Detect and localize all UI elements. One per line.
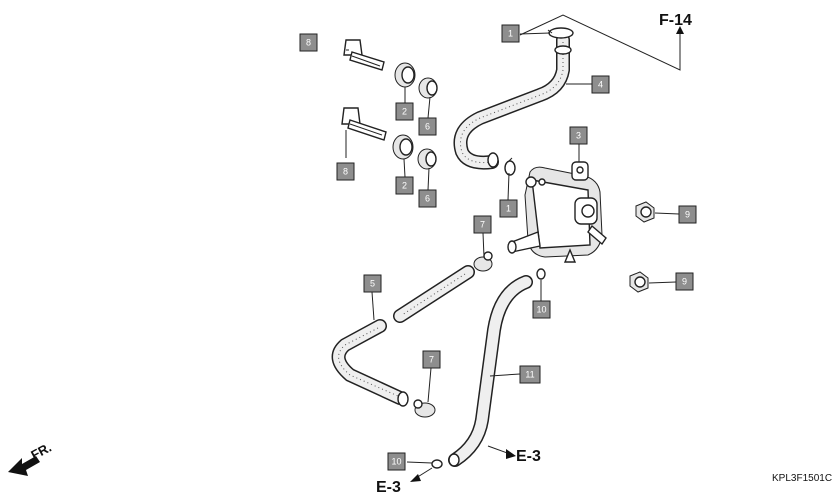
svg-text:2: 2 bbox=[402, 181, 407, 191]
leader-lines bbox=[345, 32, 680, 464]
svg-text:7: 7 bbox=[429, 355, 434, 365]
svg-text:1: 1 bbox=[506, 204, 511, 214]
grommet-2-lower bbox=[392, 134, 414, 160]
svg-text:8: 8 bbox=[306, 38, 311, 48]
e3-bottom-reference: E-3 bbox=[376, 467, 433, 496]
svg-text:10: 10 bbox=[391, 457, 401, 467]
callout-10-lower: 10 bbox=[387, 452, 406, 471]
fuel-pump bbox=[507, 161, 607, 263]
svg-text:9: 9 bbox=[685, 210, 690, 220]
callout-8-lower: 8 bbox=[336, 162, 355, 181]
svg-text:5: 5 bbox=[370, 279, 375, 289]
clamp-7-upper bbox=[473, 251, 493, 272]
collar-6-upper bbox=[418, 77, 438, 99]
hose-11 bbox=[448, 275, 533, 467]
front-direction-indicator: FR. bbox=[8, 440, 54, 476]
nut-9-lower bbox=[629, 271, 649, 293]
clip-1-lower bbox=[504, 157, 516, 176]
clip-10-lower bbox=[431, 459, 443, 469]
svg-text:4: 4 bbox=[598, 80, 603, 90]
callout-5: 5 bbox=[363, 274, 382, 293]
callout-9-lower: 9 bbox=[675, 272, 694, 291]
clip-1-top bbox=[547, 27, 574, 39]
callout-2-upper: 2 bbox=[395, 102, 414, 121]
callout-9-upper: 9 bbox=[678, 205, 697, 224]
hose-5 bbox=[331, 265, 475, 407]
callout-4: 4 bbox=[591, 75, 610, 94]
nut-9-upper bbox=[635, 201, 655, 223]
collar-6-lower bbox=[417, 148, 437, 170]
bolt-8-lower bbox=[341, 107, 387, 141]
svg-text:8: 8 bbox=[343, 167, 348, 177]
svg-text:10: 10 bbox=[536, 305, 546, 315]
callout-7-lower: 7 bbox=[422, 350, 441, 369]
callout-8-upper: 8 bbox=[299, 33, 318, 52]
svg-text:1: 1 bbox=[508, 29, 513, 39]
callout-10-upper: 10 bbox=[532, 300, 551, 319]
grommet-2-upper bbox=[394, 62, 416, 88]
callout-3: 3 bbox=[569, 126, 588, 145]
hose-4 bbox=[453, 33, 572, 170]
callout-6-lower: 6 bbox=[418, 189, 437, 208]
svg-text:2: 2 bbox=[402, 107, 407, 117]
callout-2-lower: 2 bbox=[395, 176, 414, 195]
callout-1-lower: 1 bbox=[499, 199, 518, 218]
callout-11: 11 bbox=[519, 365, 541, 384]
bolt-8-upper bbox=[343, 39, 385, 71]
e3-right-reference: E-3 bbox=[487, 445, 541, 465]
e3-right-label: E-3 bbox=[516, 448, 541, 465]
clip-10-upper bbox=[536, 268, 546, 280]
callout-1-top: 1 bbox=[501, 24, 520, 43]
e3-bottom-label: E-3 bbox=[376, 479, 401, 496]
svg-text:7: 7 bbox=[480, 220, 485, 230]
diagram-code: KPL3F1501C bbox=[772, 473, 832, 484]
svg-text:11: 11 bbox=[525, 370, 534, 380]
svg-text:6: 6 bbox=[425, 122, 430, 132]
callout-6-upper: 6 bbox=[418, 117, 437, 136]
svg-text:3: 3 bbox=[576, 131, 581, 141]
f14-reference: F-14 bbox=[519, 12, 692, 71]
callout-7-upper: 7 bbox=[473, 215, 492, 234]
f14-label: F-14 bbox=[659, 12, 692, 29]
svg-text:9: 9 bbox=[682, 277, 687, 287]
svg-text:6: 6 bbox=[425, 194, 430, 204]
clamp-7-lower bbox=[413, 399, 436, 418]
